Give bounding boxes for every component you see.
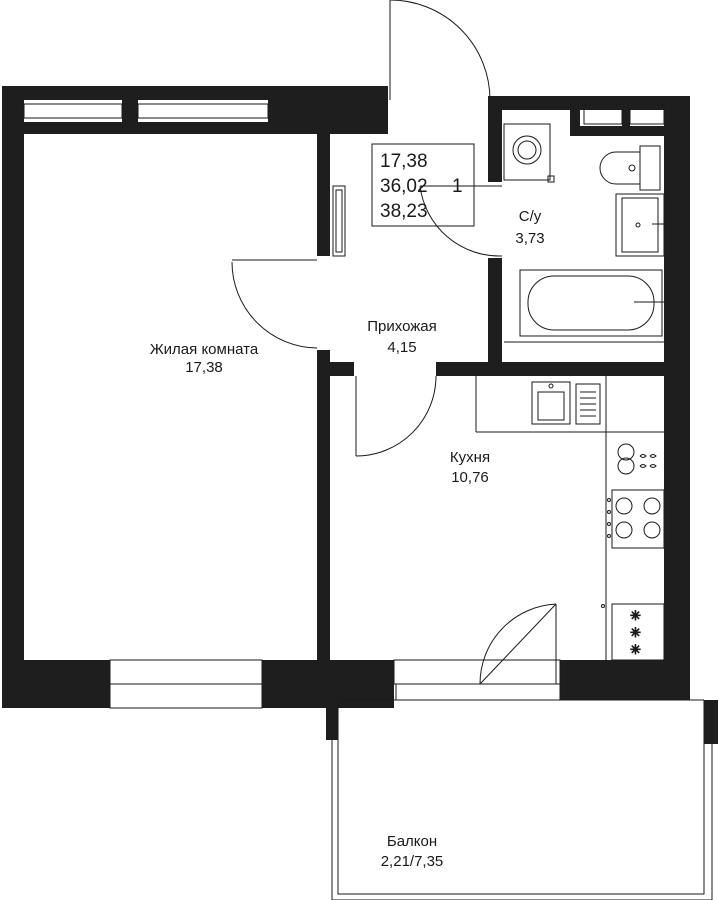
bathroom-area: 3,73 — [515, 230, 544, 247]
hallway-name: Прихожая — [367, 318, 437, 335]
summary-rooms-count: 1 — [452, 176, 463, 197]
stove-icon — [607, 489, 665, 549]
svg-text:✳: ✳ — [630, 642, 641, 657]
area-summary-box: 17,38 36,02 38,23 1 — [371, 143, 502, 227]
summary-total-area-balcony: 38,23 — [380, 201, 428, 222]
balcony-area: 2,21/7,35 — [381, 853, 444, 870]
summary-living-area: 17,38 — [380, 151, 428, 172]
kitchen-area: 10,76 — [451, 469, 489, 486]
balcony-outline — [331, 699, 713, 900]
kitchen-sink-icon — [531, 381, 601, 425]
living-room-name: Жилая комната — [150, 341, 259, 358]
room-labels: Жилая комната 17,38 Прихожая 4,15 С/у 3,… — [150, 208, 545, 870]
windows — [23, 103, 665, 709]
bathroom-name: С/у — [519, 208, 542, 225]
hallway-area: 4,15 — [387, 339, 416, 356]
kitchen-name: Кухня — [450, 449, 490, 466]
svg-text:✳: ✳ — [630, 608, 641, 623]
svg-text:✳: ✳ — [630, 625, 641, 640]
bathroom-fixtures — [503, 123, 665, 343]
washing-machine-icon — [503, 123, 551, 181]
toilet-icon — [599, 145, 661, 191]
wardrobe — [332, 185, 346, 257]
fridge-icon: ✳ ✳ ✳ — [601, 603, 665, 661]
summary-total-area: 36,02 — [380, 176, 428, 197]
living-room-area: 17,38 — [185, 359, 223, 376]
gas-meter-icon — [617, 443, 657, 475]
walls — [2, 86, 718, 744]
bathtub-icon — [504, 269, 664, 343]
balcony-name: Балкон — [387, 833, 437, 850]
sink-icon — [615, 193, 665, 257]
kitchen-fixtures: ✳ ✳ ✳ — [475, 376, 665, 661]
